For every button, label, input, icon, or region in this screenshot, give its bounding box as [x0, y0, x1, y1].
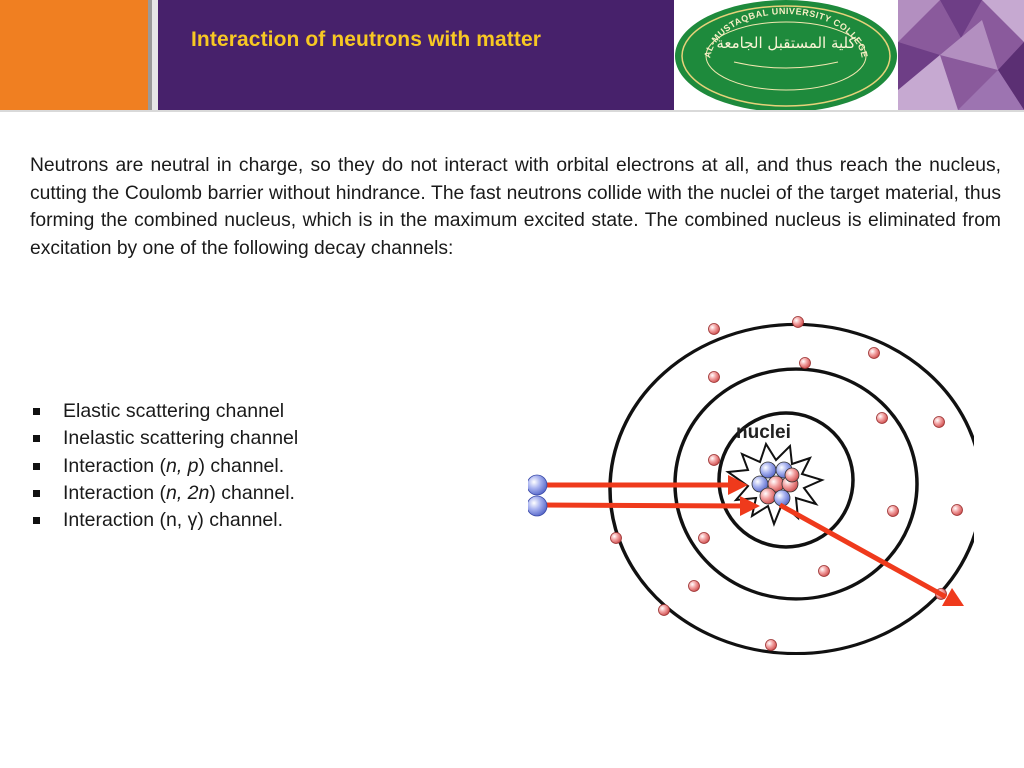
header-divider-stripe-light — [152, 0, 158, 110]
square-bullet-icon — [33, 462, 40, 470]
square-bullet-icon — [33, 408, 40, 415]
list-item: Inelastic scattering channel — [30, 425, 298, 452]
list-item: Elastic scattering channel — [30, 398, 298, 425]
incoming-neutrons — [528, 474, 548, 517]
logo-arabic-text: كلية المستقبل الجامعة — [716, 34, 856, 52]
header-divider-stripe — [148, 0, 152, 110]
college-seal-icon: AL-MUSTAQBAL UNIVERSITY COLLEGE كلية الم… — [675, 0, 897, 112]
slide-title: Interaction of neutrons with matter — [191, 28, 542, 51]
incoming-neutron-arrow — [541, 502, 747, 509]
college-logo: AL-MUSTAQBAL UNIVERSITY COLLEGE كلية الم… — [674, 0, 898, 112]
list-item: Interaction (n, γ) channel. — [30, 507, 298, 534]
list-item: Interaction (n, p) channel. — [30, 453, 298, 480]
header-title-bar — [158, 0, 674, 110]
neutron-collision-diagram: nuclei — [528, 316, 974, 655]
intro-paragraph: Neutrons are neutral in charge, so they … — [30, 155, 1001, 259]
inner-orbit — [717, 411, 855, 549]
neutron-icon — [528, 495, 548, 517]
square-bullet-icon — [33, 435, 40, 443]
square-bullet-icon — [33, 517, 40, 525]
header-divider — [0, 110, 1024, 112]
header-orange-block — [0, 0, 148, 110]
scattered-neutron-arrow — [778, 502, 948, 600]
decay-channel-list: Elastic scattering channel Inelastic sca… — [30, 398, 298, 534]
neutron-icon — [528, 474, 548, 496]
slide-header: Interaction of neutrons with matter AL-M… — [0, 0, 1024, 112]
neutron-paths — [541, 475, 964, 606]
nucleus: nuclei — [725, 422, 825, 527]
header-decor-pattern — [898, 0, 1024, 110]
list-item: Interaction (n, 2n) channel. — [30, 480, 298, 507]
square-bullet-icon — [33, 489, 40, 497]
nucleus-label: nuclei — [736, 422, 791, 443]
